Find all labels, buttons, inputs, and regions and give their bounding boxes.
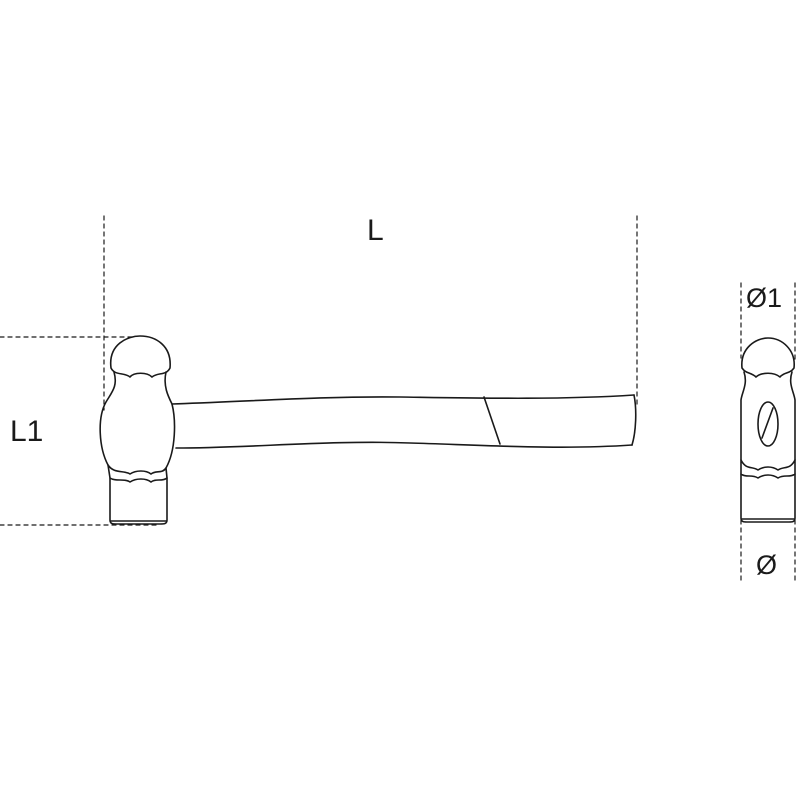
handle-wedge-line (483, 396, 501, 445)
front-striking-face (740, 473, 796, 523)
dimension-label-face-diameter: Ø (756, 550, 778, 580)
handle-end (631, 394, 637, 446)
hammer-side-view (99, 335, 637, 525)
striking-face (109, 477, 168, 525)
hammer-front-view (740, 337, 796, 523)
front-ball-dome (741, 337, 795, 378)
ball-peen-dome (110, 335, 171, 378)
dimension-label-length: L (367, 214, 384, 247)
dimension-label-ball-diameter: Ø1 (746, 283, 783, 313)
dimension-lines (0, 215, 796, 583)
handle-eye-wedge (761, 407, 774, 439)
front-body-right-outline (789, 371, 796, 461)
head-collar (107, 464, 168, 483)
head-body-left-outline (99, 371, 117, 466)
head-body-right-outline (164, 371, 176, 469)
front-body-left-outline (740, 371, 747, 461)
dimension-label-head-height: L1 (10, 415, 44, 448)
handle-bottom-edge (175, 441, 633, 449)
handle-top-edge (171, 394, 635, 405)
handle-eye (757, 401, 779, 447)
front-collar (740, 459, 796, 479)
